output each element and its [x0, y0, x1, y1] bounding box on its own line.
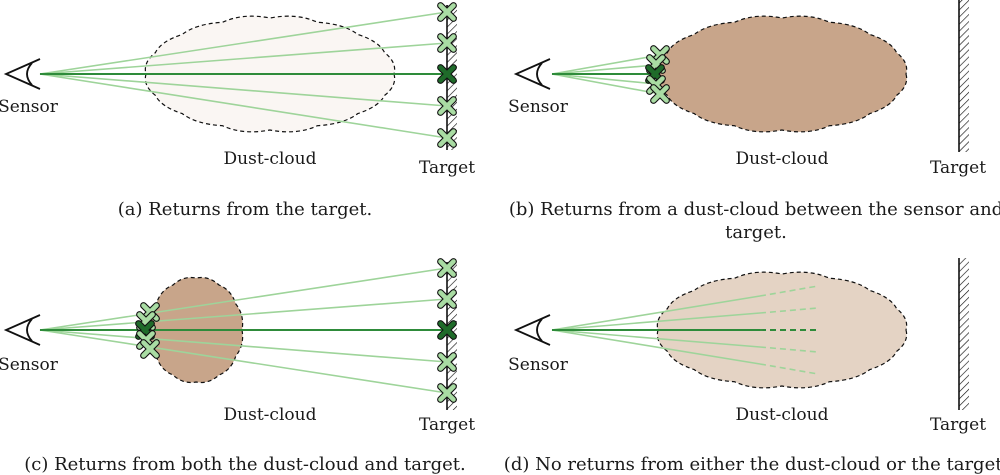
target-hatch: [959, 0, 969, 152]
panel-a: Sensor Dust-cloud Target (a) Returns fro…: [0, 2, 475, 220]
return-marker-fill: [438, 384, 456, 402]
lidar-ray: [551, 64, 657, 75]
lidar-rays: [551, 285, 819, 375]
return-marker-fill: [438, 353, 456, 371]
return-marker-fill: [438, 129, 456, 147]
lidar-ray: [39, 329, 448, 394]
return-marker-icon: [437, 64, 457, 84]
lidar-ray: [39, 11, 448, 75]
return-marker-icon: [650, 84, 670, 104]
return-marker-icon: [437, 258, 457, 278]
panel-d: Sensor Dust-cloud Target (d) No returns …: [504, 258, 1000, 475]
lidar-rays: [39, 11, 448, 139]
return-marker-fill: [438, 3, 456, 21]
return-marker-icon: [437, 2, 457, 22]
target-wall: [958, 0, 969, 152]
lidar-ray: [39, 73, 448, 139]
sensor-eye-icon: [513, 58, 551, 90]
dust-cloud-label: Dust-cloud: [224, 405, 317, 425]
return-marker-icon: [437, 289, 457, 309]
lidar-ray: [551, 54, 661, 75]
target-hatch: [959, 258, 969, 410]
lidar-ray: [39, 329, 448, 363]
panel-b: Sensor Dust-cloud Target (b) Returns fro…: [508, 0, 1000, 243]
return-markers: [135, 258, 457, 403]
return-marker-icon: [437, 320, 457, 340]
sensor-label: Sensor: [0, 355, 59, 375]
return-marker-icon: [437, 33, 457, 53]
return-marker-icon: [437, 352, 457, 372]
caption-line: (b) Returns from a dust-cloud between th…: [509, 199, 1000, 220]
lidar-ray: [39, 267, 448, 331]
return-marker-icon: [437, 383, 457, 403]
dust-cloud-label: Dust-cloud: [224, 149, 317, 169]
caption-line: target.: [725, 222, 787, 243]
lidar-ray: [39, 298, 448, 331]
caption-line: (d) No returns from either the dust-clou…: [504, 454, 1000, 475]
lidar-ray: [39, 73, 448, 107]
target-label: Target: [419, 415, 475, 435]
lidar-ray: [551, 329, 761, 348]
sensor-eyelid: [3, 58, 41, 90]
sensor-eye-icon: [3, 314, 41, 346]
return-marker-icon: [140, 339, 160, 359]
return-marker-fill: [651, 85, 669, 103]
target-label: Target: [419, 158, 475, 178]
lidar-rays: [551, 54, 661, 95]
return-marker-icon: [437, 96, 457, 116]
sensor-pupil: [26, 318, 33, 342]
lidar-ray: [551, 73, 657, 85]
sensor-eyelid: [3, 314, 41, 346]
return-marker-fill: [438, 259, 456, 277]
sensor-eye-icon: [3, 58, 41, 90]
sensor-pupil: [536, 318, 543, 342]
return-marker-icon: [437, 128, 457, 148]
return-marker-fill: [438, 34, 456, 52]
sensor-label: Sensor: [0, 97, 59, 117]
lidar-ray: [39, 42, 448, 75]
sensor-eyelid: [513, 58, 551, 90]
lidar-rays: [39, 267, 448, 394]
caption-line: (c) Returns from both the dust-cloud and…: [24, 454, 465, 475]
dust-cloud-label: Dust-cloud: [736, 149, 829, 169]
lidar-ray: [551, 329, 761, 365]
lidar-ray: [551, 312, 761, 331]
target-label: Target: [930, 158, 986, 178]
sensor-pupil: [26, 62, 33, 86]
lidar-ray: [551, 295, 761, 331]
return-marker-fill: [438, 290, 456, 308]
panel-c: Sensor Dust-cloud Target (c) Returns fro…: [0, 258, 475, 475]
sensor-label: Sensor: [508, 97, 569, 117]
caption-line: (a) Returns from the target.: [118, 199, 372, 220]
return-marker-fill: [438, 97, 456, 115]
dust-cloud-label: Dust-cloud: [736, 405, 829, 425]
sensor-eyelid: [513, 314, 551, 346]
sensor-label: Sensor: [508, 355, 569, 375]
sensor-pupil: [536, 62, 543, 86]
dust-cloud-shape: [656, 15, 908, 133]
return-markers: [437, 2, 457, 148]
sensor-eye-icon: [513, 314, 551, 346]
lidar-ray: [551, 73, 661, 95]
return-marker-fill: [438, 65, 456, 83]
return-markers: [645, 45, 670, 104]
target-label: Target: [930, 415, 986, 435]
return-marker-fill: [438, 321, 456, 339]
return-marker-fill: [141, 340, 159, 358]
target-wall: [958, 258, 969, 410]
